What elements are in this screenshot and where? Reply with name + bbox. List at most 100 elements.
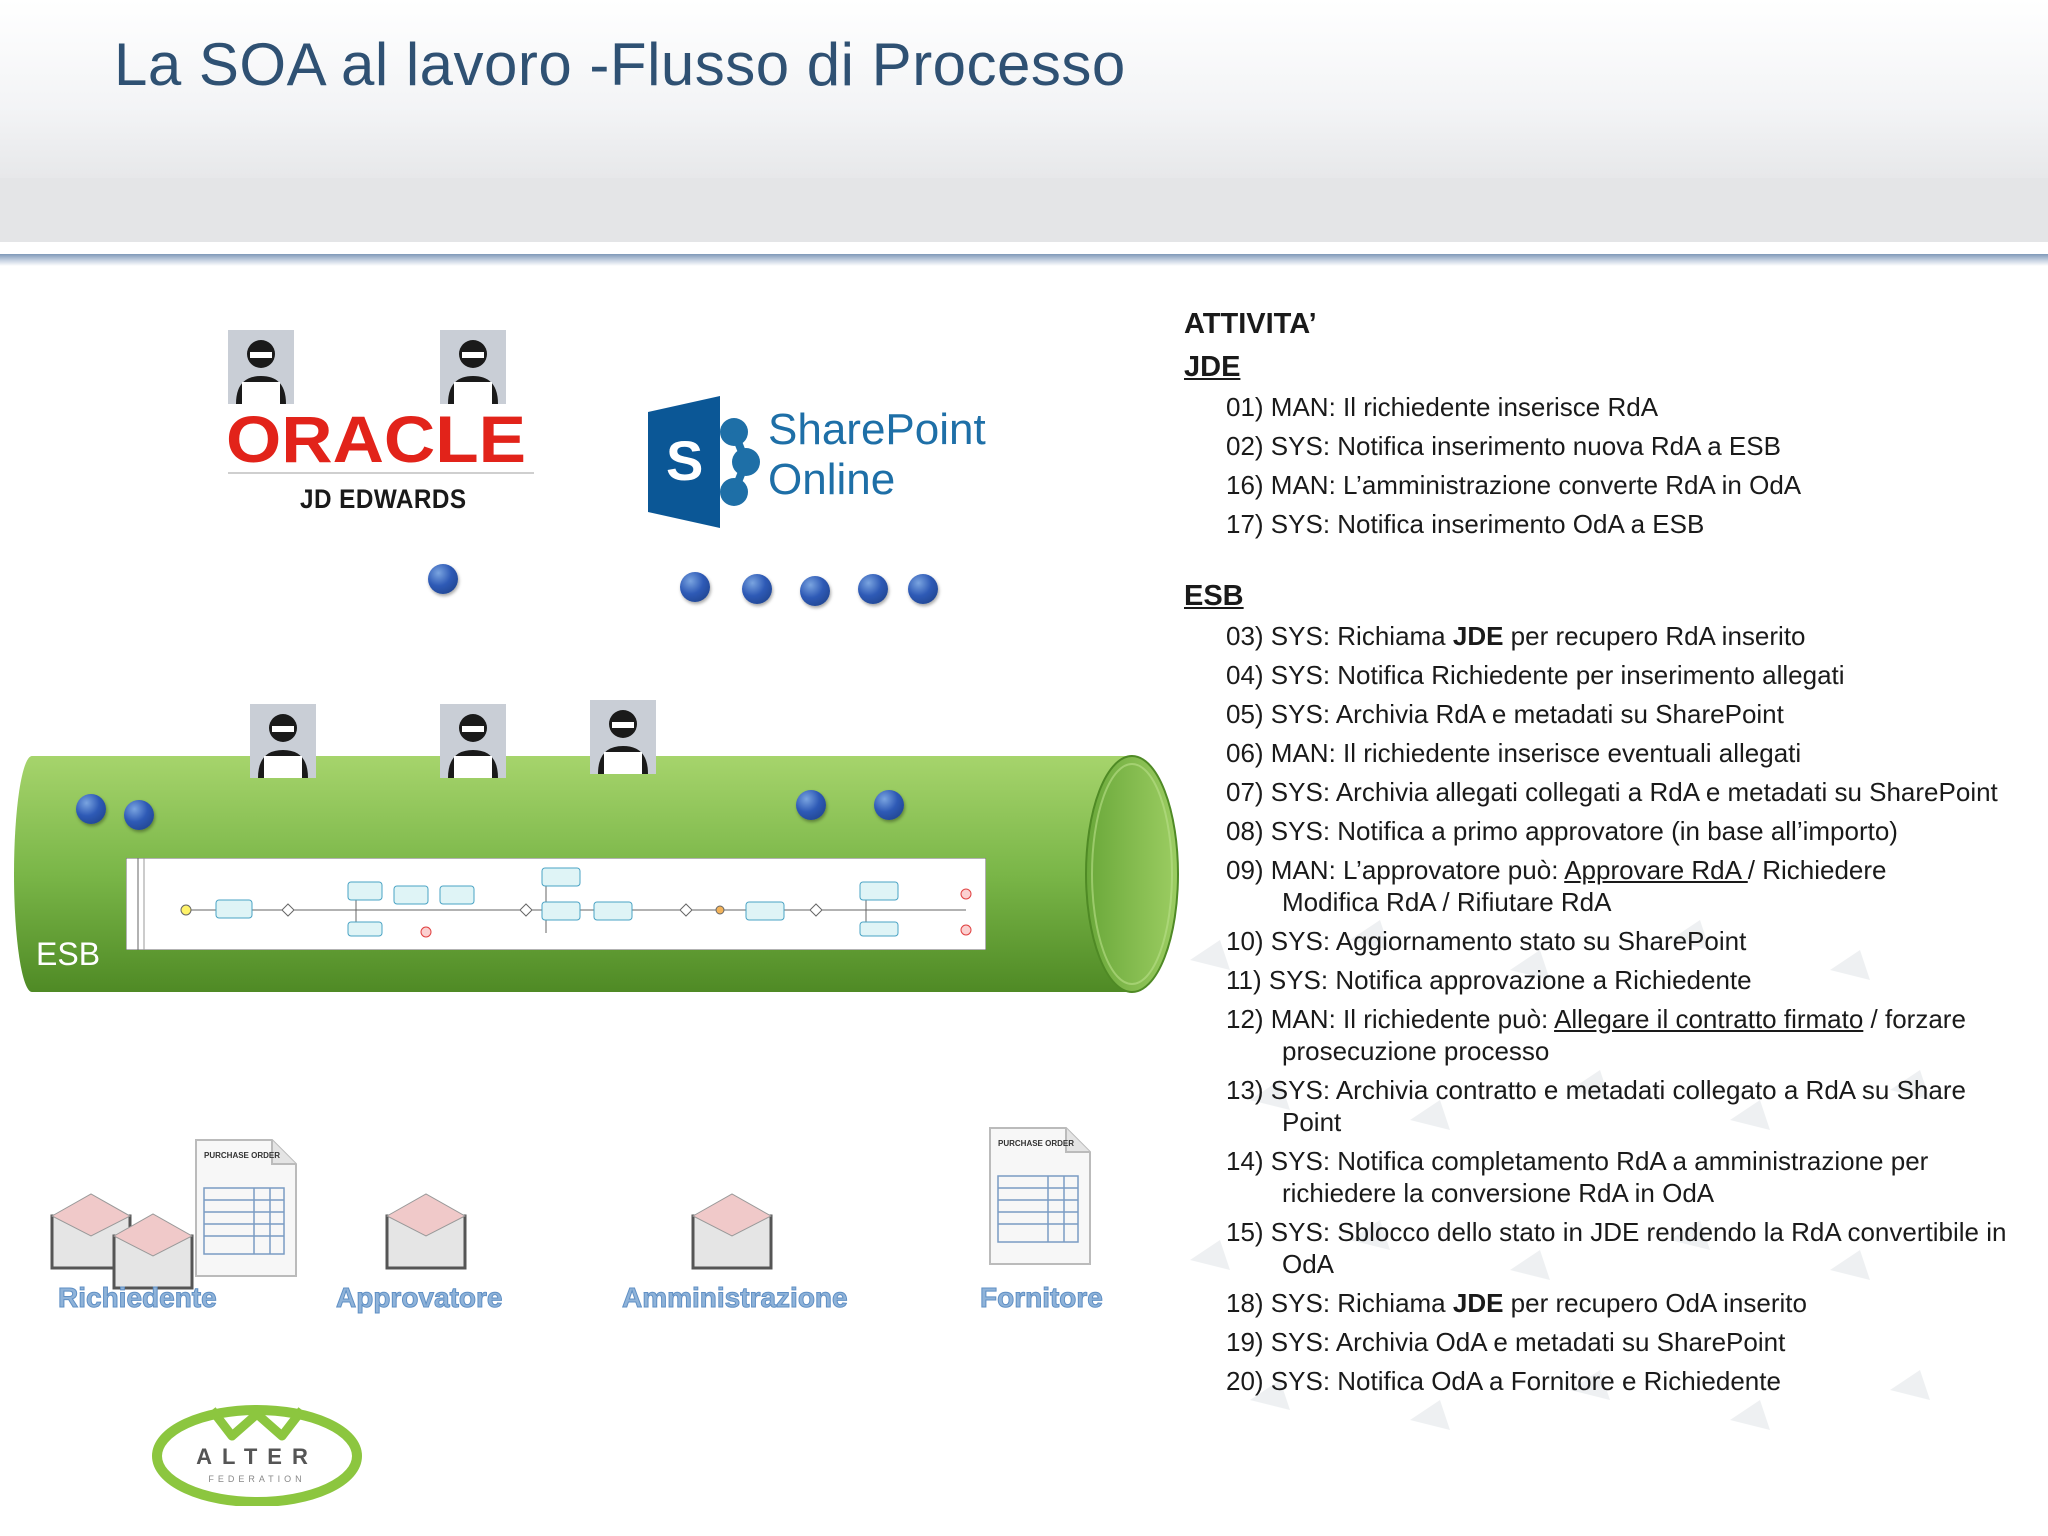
esb-label: ESB [36, 936, 101, 972]
alter-subtitle: FEDERATION [208, 1474, 305, 1484]
user-icon [250, 704, 316, 778]
message-ball [124, 800, 154, 830]
oracle-underline [228, 472, 534, 474]
activity-item: 13) SYS: Archivia contratto e metadati c… [1184, 1074, 2034, 1138]
user-icon [440, 704, 506, 778]
activities-heading: ATTIVITA’ [1184, 308, 1317, 340]
activity-text: 07) SYS: Archivia allegati collegati a R… [1226, 777, 1998, 807]
message-ball [428, 564, 458, 594]
envelope-icon [691, 1193, 773, 1270]
message-ball [874, 790, 904, 820]
activity-item: 15) SYS: Sblocco dello stato in JDE rend… [1184, 1216, 2034, 1280]
document-header: PURCHASE ORDER [998, 1139, 1074, 1148]
activity-text: 19) SYS: Archivia OdA e metadati su Shar… [1226, 1327, 1786, 1357]
activity-item: 01) MAN: Il richiedente inserisce RdA [1226, 392, 1659, 422]
oracle-logo: ORACLE [226, 404, 526, 470]
activity-item: 09) MAN: L’approvatore può: Approvare Rd… [1184, 854, 2034, 918]
envelope-icon [112, 1213, 194, 1290]
message-ball [76, 794, 106, 824]
activity-text: / Richiedere [1747, 855, 1887, 885]
activity-continuation: OdA [1282, 1249, 1335, 1279]
slide-title: La SOA al lavoro -Flusso di Processo [114, 31, 1126, 98]
activity-continuation: Point [1282, 1107, 1342, 1137]
activity-emphasis: JDE [1452, 1288, 1504, 1318]
activity-text: 14) SYS: Notifica completamento RdA a am… [1226, 1146, 1929, 1176]
activity-text: 09) MAN: L’approvatore può: [1226, 855, 1565, 885]
header-divider [0, 254, 2048, 266]
activity-item: 06) MAN: Il richiedente inserisce eventu… [1184, 737, 2034, 769]
role-label-amministrazione: Amministrazione [622, 1282, 849, 1314]
role-label-fornitore: Fornitore [980, 1282, 1104, 1314]
message-ball [796, 790, 826, 820]
purchase-order-document-icon: PURCHASE ORDER [989, 1127, 1091, 1265]
activity-continuation: Modifica RdA / Rifiutare RdA [1282, 887, 1612, 917]
background-pattern [1190, 920, 1930, 1430]
activity-item: 16) MAN: L’amministrazione converte RdA … [1226, 470, 1802, 500]
message-ball [800, 576, 830, 606]
activity-item: 14) SYS: Notifica completamento RdA a am… [1184, 1145, 2034, 1209]
sharepoint-line2: Online [768, 455, 896, 504]
slide-header [0, 0, 2048, 178]
jde-activity-list: 01) MAN: Il richiedente inserisce RdA 02)… [1184, 391, 2034, 540]
activity-text: 04) SYS: Notifica Richiedente per inseri… [1226, 660, 1845, 690]
activity-continuation: prosecuzione processo [1282, 1036, 1550, 1066]
oracle-wordmark: ORACLE [226, 404, 526, 470]
activity-item: 02) SYS: Notifica inserimento nuova RdA … [1226, 431, 1781, 461]
message-ball [858, 574, 888, 604]
esb-activity-list: 03) SYS: Richiama JDE per recupero RdA i… [1184, 620, 2034, 1397]
activity-link-text: Approvare RdA [1564, 855, 1748, 885]
activity-item: 05) SYS: Archivia RdA e metadati su Shar… [1184, 698, 2034, 730]
esb-section-title: ESB [1184, 580, 1244, 612]
sharepoint-logo-icon: S [648, 396, 760, 528]
activity-item: 11) SYS: Notifica approvazione a Richied… [1184, 964, 2034, 996]
envelope-icon [385, 1193, 467, 1270]
activity-text: 05) SYS: Archivia RdA e metadati su Shar… [1226, 699, 1784, 729]
sharepoint-badge-letter: S [666, 429, 703, 492]
activity-text: 12) MAN: Il richiedente può: [1226, 1004, 1555, 1034]
message-ball [742, 574, 772, 604]
activity-item: 12) MAN: Il richiedente può: Allegare il… [1184, 1003, 2034, 1067]
header-band [0, 178, 2048, 242]
activity-text: 13) SYS: Archivia contratto e metadati c… [1226, 1075, 1966, 1105]
activity-text: / forzare [1863, 1004, 1966, 1034]
message-ball [908, 574, 938, 604]
alter-federation-logo: ALTER FEDERATION [152, 1405, 362, 1506]
activity-text: 08) SYS: Notifica a primo approvatore (i… [1226, 816, 1898, 846]
jde-section-title: JDE [1184, 351, 1241, 383]
role-label-approvatore: Approvatore [335, 1282, 503, 1314]
sharepoint-line1: SharePoint [768, 405, 986, 454]
activity-text: 18) SYS: Richiama [1226, 1288, 1453, 1318]
purchase-order-document-icon: PURCHASE ORDER [195, 1139, 297, 1277]
role-label-richiedente: Richiedente [58, 1282, 218, 1314]
activity-text: 15) SYS: Sblocco dello stato in JDE rend… [1226, 1217, 2007, 1247]
activity-text: per recupero OdA inserito [1503, 1288, 1807, 1318]
sharepoint-wordmark: SharePoint Online [768, 405, 986, 505]
activity-link-text: Allegare il contratto firmato [1554, 1004, 1864, 1034]
activity-text: per recupero RdA inserito [1503, 621, 1806, 651]
activity-item: 07) SYS: Archivia allegati collegati a R… [1184, 776, 2034, 808]
activity-item: 17) SYS: Notifica inserimento OdA a ESB [1226, 509, 1705, 539]
activity-text: 11) SYS: Notifica approvazione a Richied… [1226, 965, 1752, 995]
document-header: PURCHASE ORDER [204, 1151, 280, 1160]
message-ball [680, 572, 710, 602]
user-icon [440, 330, 506, 404]
activity-continuation: richiedere la conversione RdA in OdA [1282, 1178, 1715, 1208]
activity-emphasis: JDE [1452, 621, 1504, 651]
jd-edwards-label: JD EDWARDS [300, 484, 467, 514]
activity-item: 04) SYS: Notifica Richiedente per inseri… [1184, 659, 2034, 691]
activity-item: 03) SYS: Richiama JDE per recupero RdA i… [1184, 620, 2034, 652]
alter-wordmark: ALTER [196, 1444, 318, 1469]
activity-text: 10) SYS: Aggiornamento stato su SharePoi… [1226, 926, 1747, 956]
activity-item: 20) SYS: Notifica OdA a Fornitore e Rich… [1184, 1365, 2034, 1397]
activity-text: 20) SYS: Notifica OdA a Fornitore e Rich… [1226, 1366, 1781, 1396]
activity-item: 19) SYS: Archivia OdA e metadati su Shar… [1184, 1326, 2034, 1358]
activity-item: 18) SYS: Richiama JDE per recupero OdA i… [1184, 1287, 2034, 1319]
activity-text: 06) MAN: Il richiedente inserisce eventu… [1226, 738, 1802, 768]
activity-item: 08) SYS: Notifica a primo approvatore (i… [1184, 815, 2034, 847]
activities-panel: ATTIVITA’ JDE 01) MAN: Il richiedente in… [1184, 308, 2034, 1397]
user-icon [228, 330, 294, 404]
bpmn-process-diagram [126, 858, 986, 950]
user-icon [590, 700, 656, 774]
activity-item: 10) SYS: Aggiornamento stato su SharePoi… [1184, 925, 2034, 957]
activity-text: 03) SYS: Richiama [1226, 621, 1453, 651]
